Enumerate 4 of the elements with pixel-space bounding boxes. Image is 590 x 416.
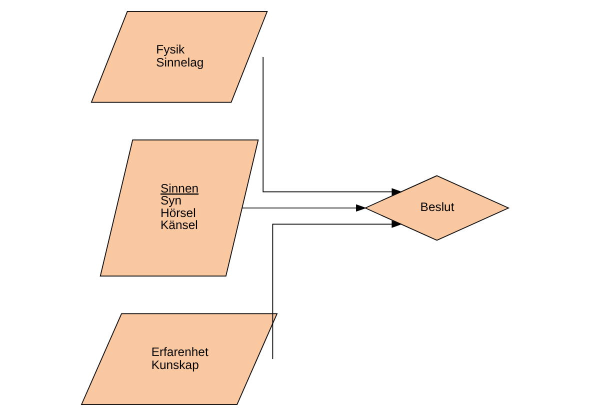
arrow xyxy=(272,220,402,360)
arrow xyxy=(262,56,402,196)
node-diamond: Beslut xyxy=(364,175,510,241)
arrow xyxy=(242,204,367,212)
